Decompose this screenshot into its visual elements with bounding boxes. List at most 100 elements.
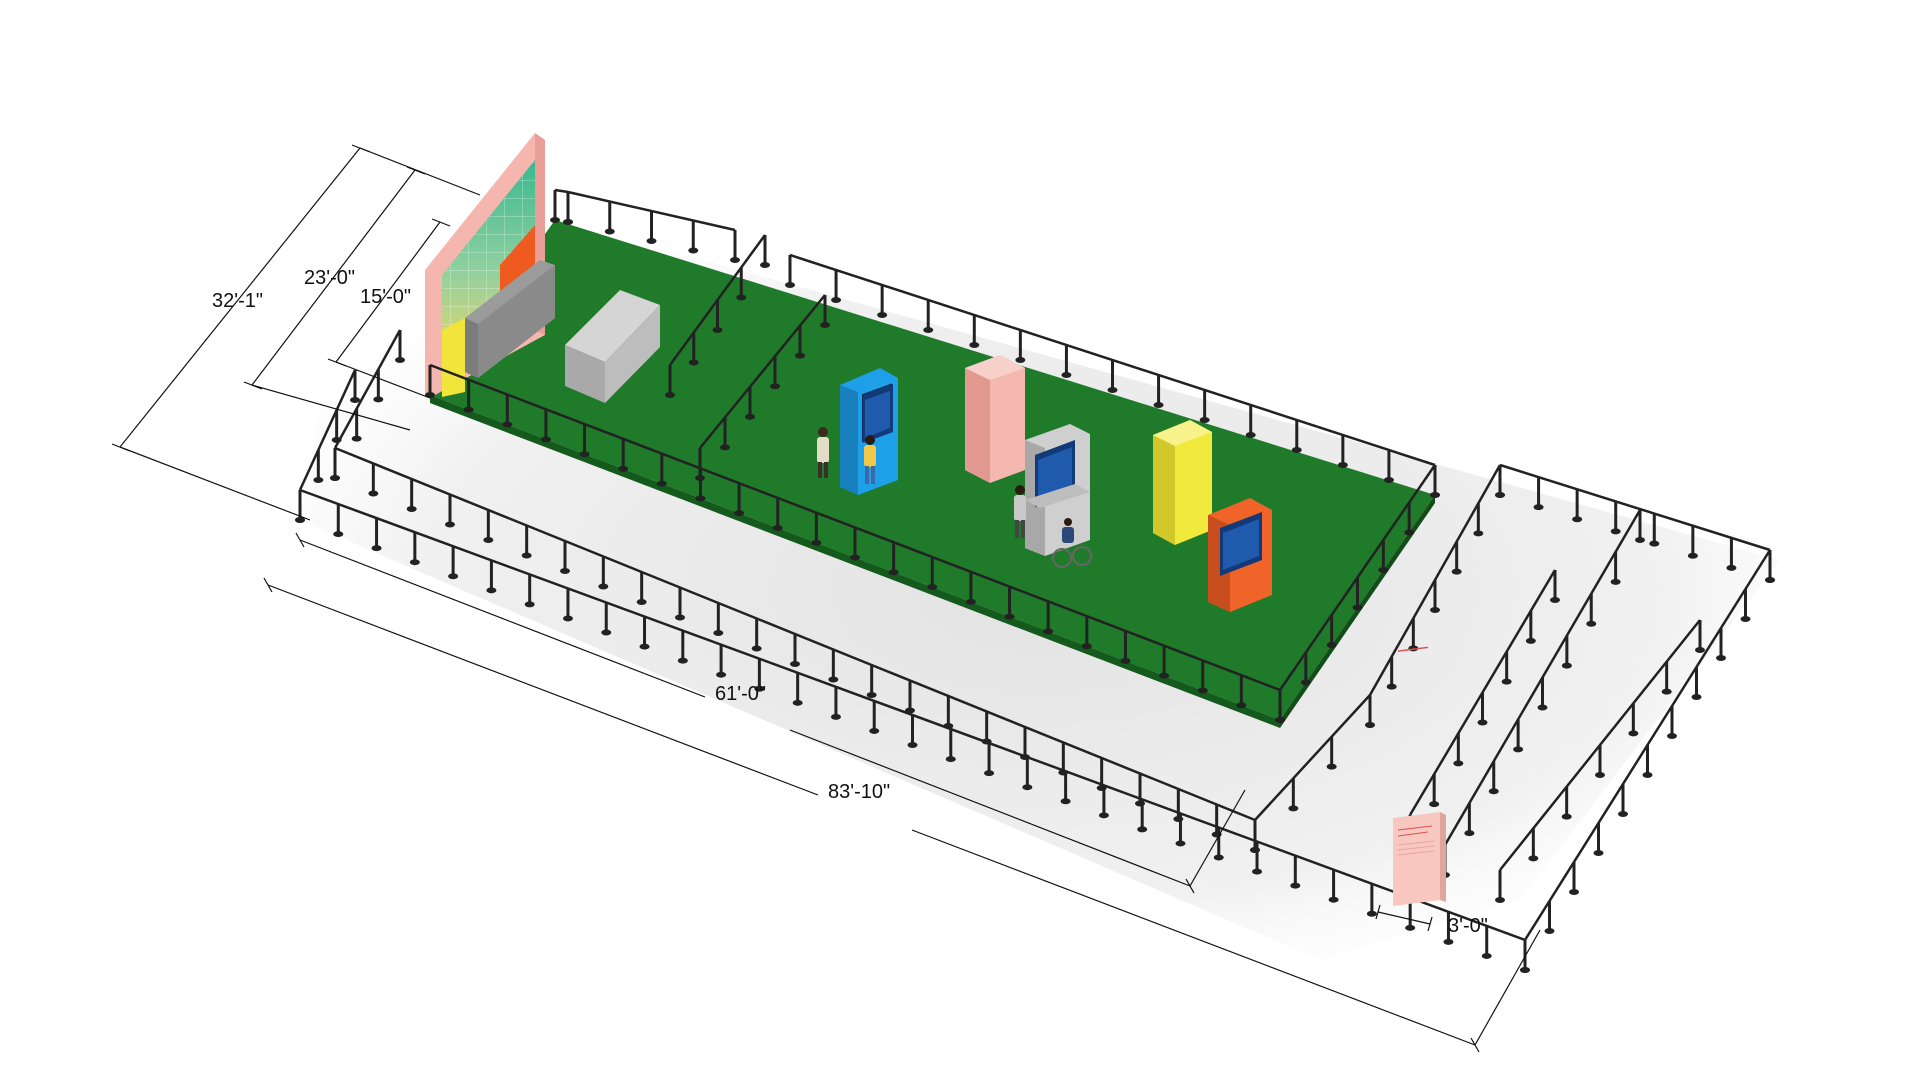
barrier-rope [699, 294, 826, 449]
stanchion-base [1691, 694, 1702, 700]
dim-label-depth-mid: 23'-0" [304, 267, 355, 289]
stanchion-base [831, 297, 842, 303]
stanchion-base [333, 531, 344, 538]
stanchion-base [1453, 760, 1464, 767]
stanchion-base [1595, 772, 1605, 778]
stanchion-base [1661, 688, 1672, 695]
stanchion-base [730, 257, 740, 263]
sign-text-line [1397, 825, 1433, 831]
stanchion-base [677, 657, 688, 664]
stanchion-base [395, 357, 405, 363]
stanchion-base [1137, 826, 1148, 833]
stanchion-base [1533, 504, 1544, 511]
stanchion-base [712, 327, 723, 333]
stanchion-base [371, 545, 382, 552]
stanchion-base [1275, 717, 1285, 723]
stanchion-base [406, 506, 417, 512]
stanchion-base [745, 413, 755, 420]
kiosk-blue [840, 368, 898, 495]
barrier-rope [1254, 694, 1371, 821]
sign-text-line [1397, 840, 1435, 846]
entrance-sign [1393, 646, 1446, 906]
stanchion-base [1383, 477, 1394, 483]
barrier-rope [333, 329, 402, 449]
stanchion-base [1015, 357, 1026, 363]
stanchion-base [330, 475, 340, 481]
stanchion-base [1501, 678, 1512, 685]
stanchion-base [1525, 637, 1536, 644]
stanchion-base [1252, 868, 1263, 875]
stanchion-base [1618, 811, 1628, 817]
stanchion-base [1430, 607, 1440, 613]
stanchion-base [792, 699, 803, 706]
stanchion-base [1740, 616, 1751, 622]
stanchion-base [1561, 662, 1572, 669]
dim-line-sign-width [1377, 911, 1431, 925]
inner-barrier-rails [665, 234, 1440, 723]
wheelchair-user [1052, 518, 1092, 568]
barrier-rope [554, 188, 569, 194]
dim-line-depth-inner [335, 221, 441, 363]
front-barrier-rail [295, 329, 1530, 973]
stanchion-base [313, 477, 324, 483]
stanchion-base [1443, 938, 1454, 945]
stanchion-base [785, 282, 795, 288]
sign-text-line [1397, 850, 1435, 856]
stanchion-base [368, 490, 379, 497]
back-barrier-rail [550, 188, 1440, 498]
stanchion-base [1586, 620, 1597, 627]
stanchion-base [969, 342, 980, 348]
stanchion-base [1291, 447, 1302, 453]
stanchion-base [521, 552, 532, 559]
stanchion-base [828, 676, 839, 683]
stanchion-base [1250, 847, 1260, 853]
stanchion-base [598, 583, 609, 590]
stanchion-base [1635, 537, 1645, 543]
kiosk-pink [965, 355, 1025, 483]
stanchion-base [295, 517, 305, 523]
stanchion-base [1326, 642, 1337, 648]
stanchion-base [811, 539, 822, 546]
stanchion-base [1365, 722, 1375, 728]
stanchion-base [1569, 889, 1579, 895]
stanchion-base [869, 727, 880, 734]
kiosk-yellow [1153, 420, 1212, 545]
stanchion-base [1199, 417, 1210, 423]
stanchion-base [1464, 830, 1475, 837]
queue-barrier-rails [1250, 463, 1775, 973]
barrier-rope [1499, 463, 1771, 552]
stanchion-base [1290, 882, 1301, 889]
stanchion-base [760, 262, 770, 268]
stanchion-base [675, 614, 685, 621]
stanchion-base [1430, 492, 1440, 498]
stanchion-base [907, 742, 918, 748]
stanchion-base [736, 294, 747, 301]
stanchion-base [1593, 850, 1604, 856]
stanchion-base [1022, 784, 1033, 791]
stanchion-base [1043, 628, 1054, 635]
stanchion-base [1537, 704, 1548, 711]
stanchion-base [1451, 568, 1462, 575]
dim-label-length-inner: 61'-0" [715, 683, 766, 705]
stanchion-base [351, 435, 362, 442]
stanchion-base [1528, 855, 1539, 862]
stanchion-base [1197, 687, 1208, 694]
stanchion-base [639, 643, 650, 650]
person-3 [1014, 485, 1026, 538]
person-2 [864, 435, 876, 484]
stanchion-base [965, 598, 976, 605]
stanchion-base [1726, 564, 1737, 571]
stanchion-base [1488, 788, 1499, 795]
stanchion-base [1386, 683, 1397, 690]
stanchion-base [579, 451, 590, 458]
dim-label-sign-width: 3'-0" [1448, 915, 1488, 937]
stanchion-base [1236, 702, 1247, 709]
stanchion-base [1300, 679, 1311, 686]
stanchion-base [1716, 655, 1726, 661]
stanchion-base [1326, 763, 1337, 770]
stanchion-base [1695, 647, 1705, 653]
stanchion-base [550, 217, 560, 223]
stanchion-base [483, 537, 494, 543]
stanchion-base [1107, 387, 1118, 393]
stanchion-base [720, 444, 730, 451]
